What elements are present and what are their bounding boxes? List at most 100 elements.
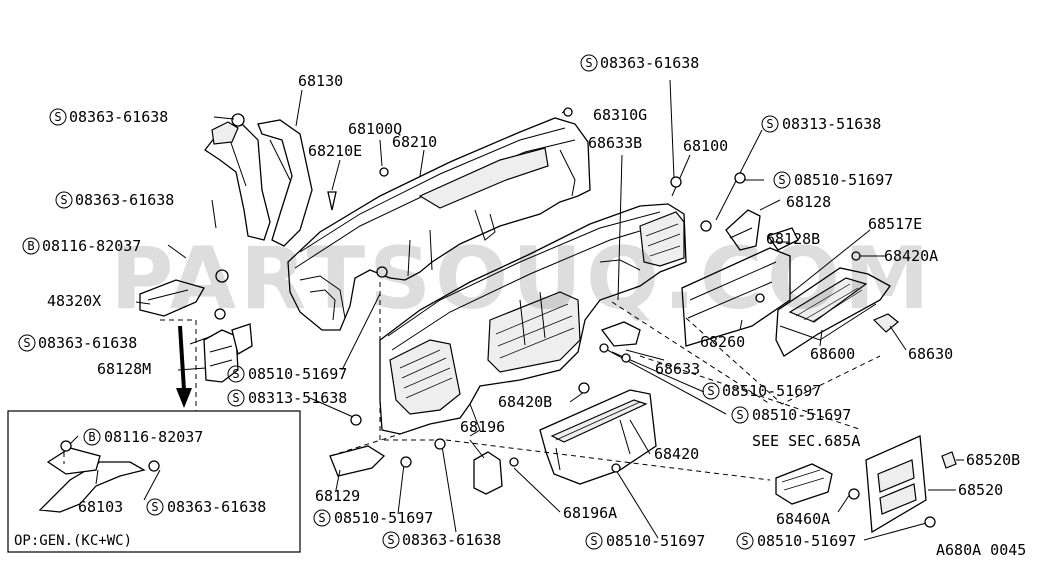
label-08363-61638-top: 08363-61638 [600,54,699,72]
screw-symbols [18,54,791,550]
screw-symbol-icon [731,406,749,424]
screw-symbol-icon [146,498,164,516]
label-68129: 68129 [315,487,360,505]
label-68100q: 68100Q [348,120,402,138]
bolt-symbol-icon [83,428,101,446]
fasteners [214,107,936,528]
screw-symbol-icon [580,54,598,72]
label-08116-82037: 08116-82037 [42,237,141,255]
part-labels: 68130 08363-61638 68100Q 68210 68210E 08… [14,54,1026,559]
side-bracket-68130 [204,113,313,247]
screw-symbol-icon [55,191,73,209]
label-08510-51697-c1: 08510-51697 [722,382,821,400]
label-08313-51638-tr: 08313-51638 [782,115,881,133]
label-68520: 68520 [958,481,1003,499]
label-68633b: 68633B [588,134,642,152]
svg-text:S: S [318,511,325,525]
label-08510-51697-ml: 08510-51697 [248,365,347,383]
label-68517e: 68517E [868,215,922,233]
label-68630: 68630 [908,345,953,363]
label-68460a: 68460A [776,510,830,528]
label-68633: 68633 [655,360,700,378]
bolt-symbol-icon [22,237,40,255]
screw-symbol-icon [227,365,245,383]
cluster-lid-68420 [539,389,657,485]
label-08510-51697-b1: 08510-51697 [334,509,433,527]
label-68210e: 68210E [308,142,362,160]
screw-symbol-icon [736,532,754,550]
arrow-head-icon [176,388,192,408]
screw-symbol-icon [227,389,245,407]
label-68420a: 68420A [884,247,938,265]
bracket-68128 [725,209,761,251]
bracket-68128b [766,227,799,251]
screw-symbol-icon [773,171,791,189]
label-68128b: 68128B [766,230,820,248]
svg-text:S: S [60,193,67,207]
label-68600: 68600 [810,345,855,363]
instrument-panel-main [379,203,687,437]
svg-text:S: S [741,534,748,548]
label-08363-61638-tl: 08363-61638 [69,108,168,126]
screw-symbol-icon [585,532,603,550]
svg-text:S: S [151,500,158,514]
finisher-68520 [865,435,927,534]
svg-text:S: S [766,117,773,131]
label-see-sec-685a: SEE SEC.685A [752,432,860,450]
label-68420b: 68420B [498,393,552,411]
svg-text:S: S [387,533,394,547]
glove-box-68600 [775,267,891,357]
bracket-68129 [329,445,386,477]
screw-symbol-icon [18,334,36,352]
watermark: PARTSOUQ.COM [110,229,933,329]
latch-68630 [872,313,899,333]
bolt-icon [215,269,229,283]
diagram-code: A680A 0045 [936,541,1026,559]
label-08313-51638-ml: 08313-51638 [248,389,347,407]
label-68130: 68130 [298,72,343,90]
label-68196: 68196 [460,418,505,436]
svg-text:S: S [585,56,592,70]
label-68420: 68420 [654,445,699,463]
label-08510-51697-b3: 08510-51697 [757,532,856,550]
label-inset-08363-61638: 08363-61638 [167,498,266,516]
screw-symbol-icon [49,108,67,126]
label-08363-61638-ll: 08363-61638 [38,334,137,352]
screw-symbol-icon [313,509,331,527]
label-08510-51697-c2: 08510-51697 [752,406,851,424]
label-inset-08116-82037: 08116-82037 [104,428,203,446]
svg-text:S: S [232,391,239,405]
label-68128m: 68128M [97,360,151,378]
label-68310g: 68310G [593,106,647,124]
screw-symbol-icon [761,115,779,133]
bracket-68196 [473,451,503,495]
dashboard-upper-panel [287,117,591,331]
svg-text:S: S [590,534,597,548]
bracket-68633 [600,321,641,347]
label-68260: 68260 [700,333,745,351]
label-68196a: 68196A [563,504,617,522]
svg-text:S: S [778,173,785,187]
inset-option-note: OP:GEN.(KC+WC) [14,533,132,549]
label-08363-61638-b: 08363-61638 [402,531,501,549]
bracket-48320x [139,279,205,317]
inset-option-box [7,410,301,553]
svg-text:S: S [54,110,61,124]
svg-text:B: B [88,430,95,444]
svg-text:S: S [736,408,743,422]
label-08363-61638-ml: 08363-61638 [75,191,174,209]
label-08510-51697-r1: 08510-51697 [794,171,893,189]
label-68210: 68210 [392,133,437,151]
symbol-letters: S S S S S S S S S S S S S S S B B [23,56,785,548]
label-inset-68103: 68103 [78,498,123,516]
svg-text:S: S [707,384,714,398]
label-08510-51697-b2: 08510-51697 [606,532,705,550]
label-68100: 68100 [683,137,728,155]
svg-text:S: S [232,367,239,381]
svg-text:S: S [23,336,30,350]
label-68128: 68128 [786,193,831,211]
label-48320x: 48320X [47,292,101,310]
label-68520b: 68520B [966,451,1020,469]
